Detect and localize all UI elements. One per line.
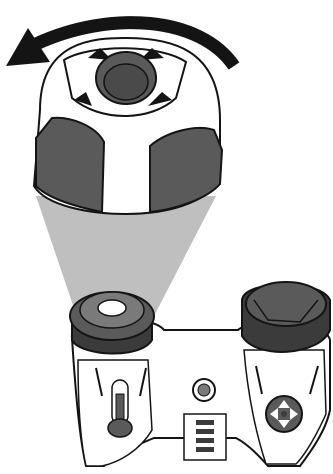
indicator-lights-icon <box>184 414 226 460</box>
right-thumbstick <box>242 282 330 352</box>
slider-lever <box>108 380 132 437</box>
dpad-icon <box>266 396 302 432</box>
left-thumbstick <box>70 292 154 354</box>
port-icon <box>193 379 215 401</box>
zoomed-thumbstick <box>34 38 222 214</box>
